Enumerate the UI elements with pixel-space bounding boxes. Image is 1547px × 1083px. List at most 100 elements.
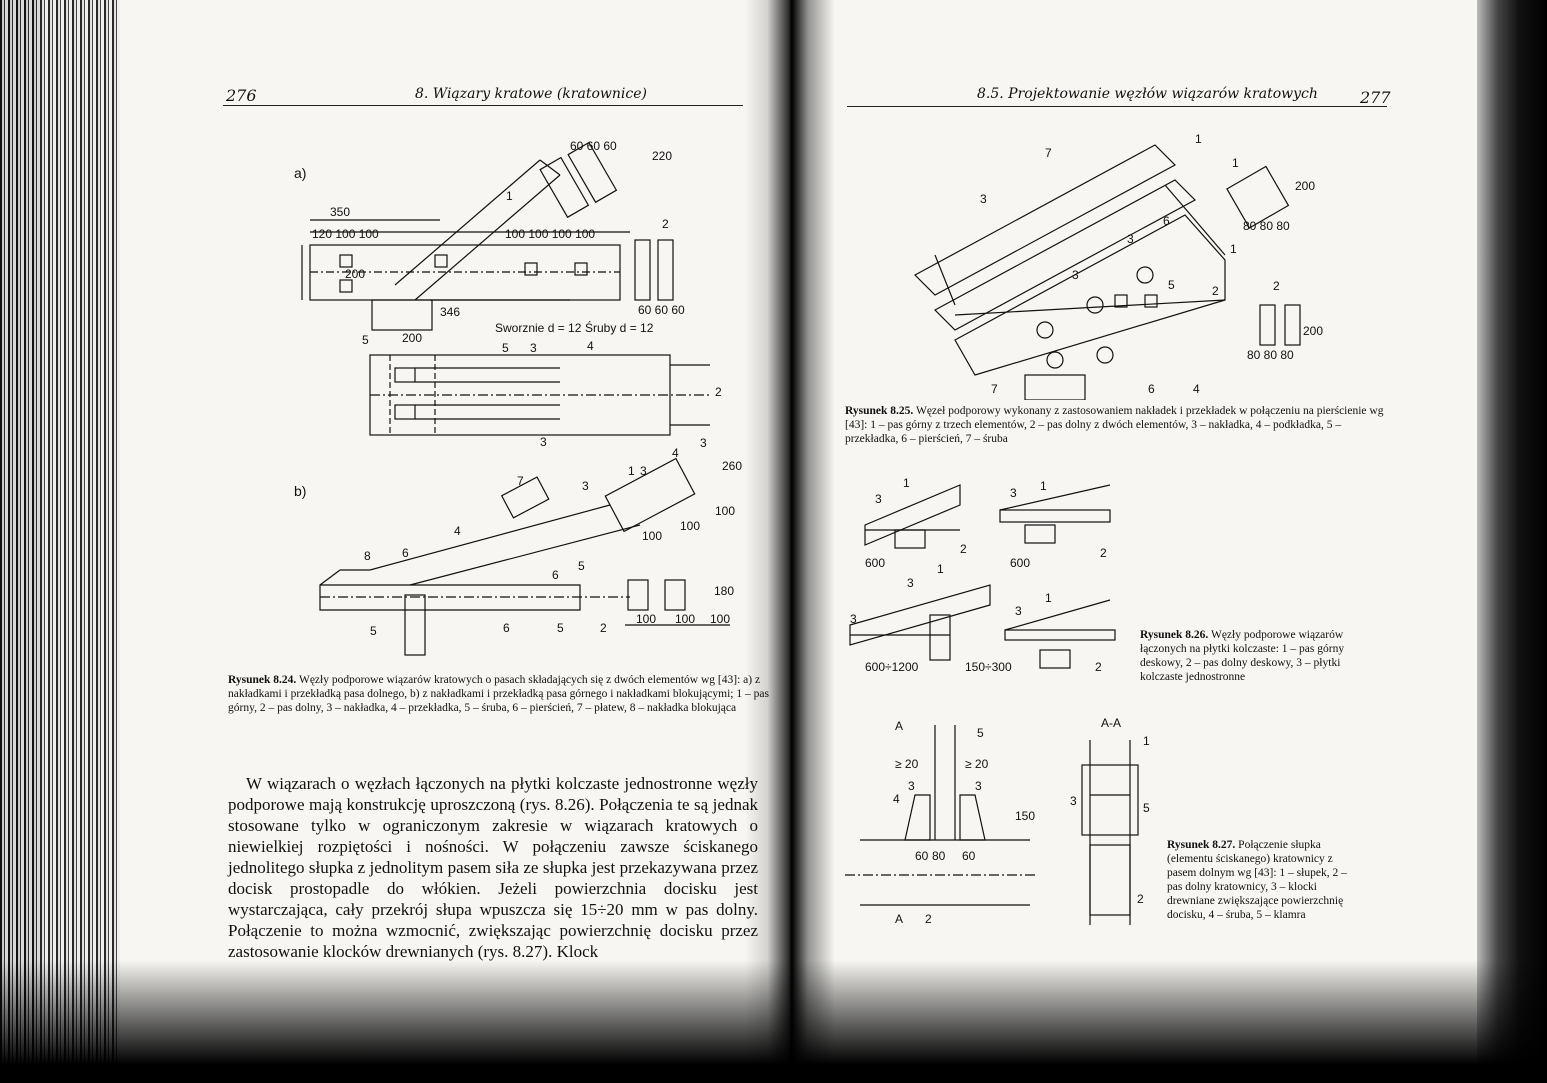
svg-text:100: 100 xyxy=(715,504,735,518)
caption-fig-8-27: Rysunek 8.27. Połączenie słupka (element… xyxy=(1167,838,1357,922)
figure-8-24b-drawing: 7 3 1 3 4 3 260 4 8 6 5 6 5 6 5 2 100 10… xyxy=(319,436,742,656)
svg-text:3: 3 xyxy=(1015,604,1022,618)
svg-text:2: 2 xyxy=(1137,892,1144,906)
caption-title-8-24: Rysunek 8.24. xyxy=(228,674,297,686)
svg-text:3: 3 xyxy=(540,435,547,449)
svg-text:2: 2 xyxy=(925,912,932,926)
svg-text:3: 3 xyxy=(980,192,987,206)
caption-fig-8-26: Rysunek 8.26. Węzły podporowe wiązarów ł… xyxy=(1140,628,1380,684)
page-stack-edge-left xyxy=(0,0,120,1083)
svg-text:200: 200 xyxy=(1303,324,1323,338)
svg-text:60 60 60: 60 60 60 xyxy=(570,139,617,153)
svg-text:3: 3 xyxy=(907,576,914,590)
svg-text:3: 3 xyxy=(1010,486,1017,500)
bottom-shadow xyxy=(0,960,1547,1083)
svg-text:2: 2 xyxy=(662,217,669,231)
svg-text:600: 600 xyxy=(1010,556,1030,570)
svg-text:60: 60 xyxy=(915,849,929,863)
figure-8-26-drawing: 3 1 2 600 3 1 2 600 3 1 3 600÷1200 3 1 1… xyxy=(849,476,1116,674)
svg-text:A: A xyxy=(895,719,903,733)
svg-text:2: 2 xyxy=(1212,284,1219,298)
caption-title-8-26: Rysunek 8.26. xyxy=(1140,629,1209,641)
svg-text:1: 1 xyxy=(903,476,910,490)
svg-text:5: 5 xyxy=(557,621,564,635)
svg-text:3: 3 xyxy=(875,492,882,506)
svg-text:3: 3 xyxy=(975,779,982,793)
svg-text:150÷300: 150÷300 xyxy=(965,660,1012,674)
svg-text:3: 3 xyxy=(1070,794,1077,808)
right-page: 8.5. Projektowanie węzłów wiązarów krato… xyxy=(805,0,1505,1083)
svg-text:2: 2 xyxy=(1273,279,1280,293)
svg-text:7: 7 xyxy=(1045,146,1052,160)
panel-b-label: b) xyxy=(294,483,307,499)
svg-text:60 60 60: 60 60 60 xyxy=(638,303,685,317)
svg-text:220: 220 xyxy=(652,149,672,163)
svg-text:200: 200 xyxy=(402,331,422,345)
svg-text:1: 1 xyxy=(1040,479,1047,493)
svg-text:80 80 80: 80 80 80 xyxy=(1243,219,1290,233)
svg-text:600: 600 xyxy=(865,556,885,570)
svg-text:200: 200 xyxy=(1295,179,1315,193)
header-rule-left xyxy=(223,105,743,106)
svg-text:A: A xyxy=(895,912,903,926)
svg-text:120 100 100: 120 100 100 xyxy=(312,227,379,241)
svg-text:3: 3 xyxy=(1127,232,1134,246)
svg-text:A-A: A-A xyxy=(1101,716,1121,730)
svg-text:3: 3 xyxy=(640,464,647,478)
svg-text:4: 4 xyxy=(672,446,679,460)
svg-text:5: 5 xyxy=(362,333,369,347)
svg-text:6: 6 xyxy=(402,546,409,560)
svg-text:100 100 100 100: 100 100 100 100 xyxy=(505,227,595,241)
page-number-left: 276 xyxy=(226,86,257,105)
svg-text:5: 5 xyxy=(578,559,585,573)
svg-text:≥ 20: ≥ 20 xyxy=(895,757,919,771)
running-head-right: 8.5. Projektowanie węzłów wiązarów krato… xyxy=(977,86,1318,102)
svg-text:2: 2 xyxy=(1100,546,1107,560)
svg-text:5: 5 xyxy=(1168,278,1175,292)
svg-text:80: 80 xyxy=(932,849,946,863)
svg-text:4: 4 xyxy=(893,792,900,806)
svg-text:1: 1 xyxy=(1230,242,1237,256)
caption-text-8-27: Połączenie słupka (elementu ściskanego) … xyxy=(1167,839,1347,921)
caption-title-8-25: Rysunek 8.25. xyxy=(845,405,914,417)
svg-text:3: 3 xyxy=(582,479,589,493)
caption-fig-8-24: Rysunek 8.24. Węzły podporowe wiązarów k… xyxy=(228,673,773,715)
svg-text:100: 100 xyxy=(642,529,662,543)
svg-text:260: 260 xyxy=(722,459,742,473)
svg-text:2: 2 xyxy=(715,385,722,399)
svg-text:100: 100 xyxy=(710,612,730,626)
svg-text:4: 4 xyxy=(587,339,594,353)
page-stack-edge-right xyxy=(1477,0,1547,1083)
page-number-right: 277 xyxy=(1360,88,1391,107)
svg-text:150: 150 xyxy=(1015,809,1035,823)
header-rule-right xyxy=(847,106,1387,107)
svg-text:Sworznie d = 12: Sworznie d = 12 xyxy=(495,321,582,335)
svg-text:350: 350 xyxy=(330,205,350,219)
svg-text:600÷1200: 600÷1200 xyxy=(865,660,919,674)
svg-text:3: 3 xyxy=(700,436,707,450)
svg-text:6: 6 xyxy=(552,568,559,582)
svg-text:1: 1 xyxy=(1232,156,1239,170)
svg-text:7: 7 xyxy=(517,474,524,488)
running-head-left: 8. Wiązary kratowe (kratownice) xyxy=(415,86,647,102)
svg-text:5: 5 xyxy=(370,624,377,638)
svg-text:6: 6 xyxy=(1163,214,1170,228)
svg-text:5: 5 xyxy=(1143,801,1150,815)
svg-text:Śruby d = 12: Śruby d = 12 xyxy=(585,320,654,335)
figure-8-25-drawing: 7 1 3 6 3 3 5 2 1 1 200 80 80 80 2 200 8… xyxy=(914,132,1323,400)
svg-text:2: 2 xyxy=(960,542,967,556)
panel-a-label: a) xyxy=(294,165,307,181)
svg-text:200: 200 xyxy=(345,267,365,281)
svg-text:100: 100 xyxy=(675,612,695,626)
svg-text:80 80 80: 80 80 80 xyxy=(1247,348,1294,362)
caption-text-8-26: Węzły podporowe wiązarów łączonych na pł… xyxy=(1140,629,1345,683)
svg-text:5: 5 xyxy=(977,726,984,740)
svg-text:1: 1 xyxy=(937,562,944,576)
svg-text:1: 1 xyxy=(1195,132,1202,146)
svg-text:2: 2 xyxy=(600,621,607,635)
svg-text:1: 1 xyxy=(1143,734,1150,748)
book-gutter-shadow xyxy=(745,0,835,1083)
svg-text:2: 2 xyxy=(1095,660,1102,674)
caption-fig-8-25: Rysunek 8.25. Węzeł podporowy wykonany z… xyxy=(845,404,1385,446)
